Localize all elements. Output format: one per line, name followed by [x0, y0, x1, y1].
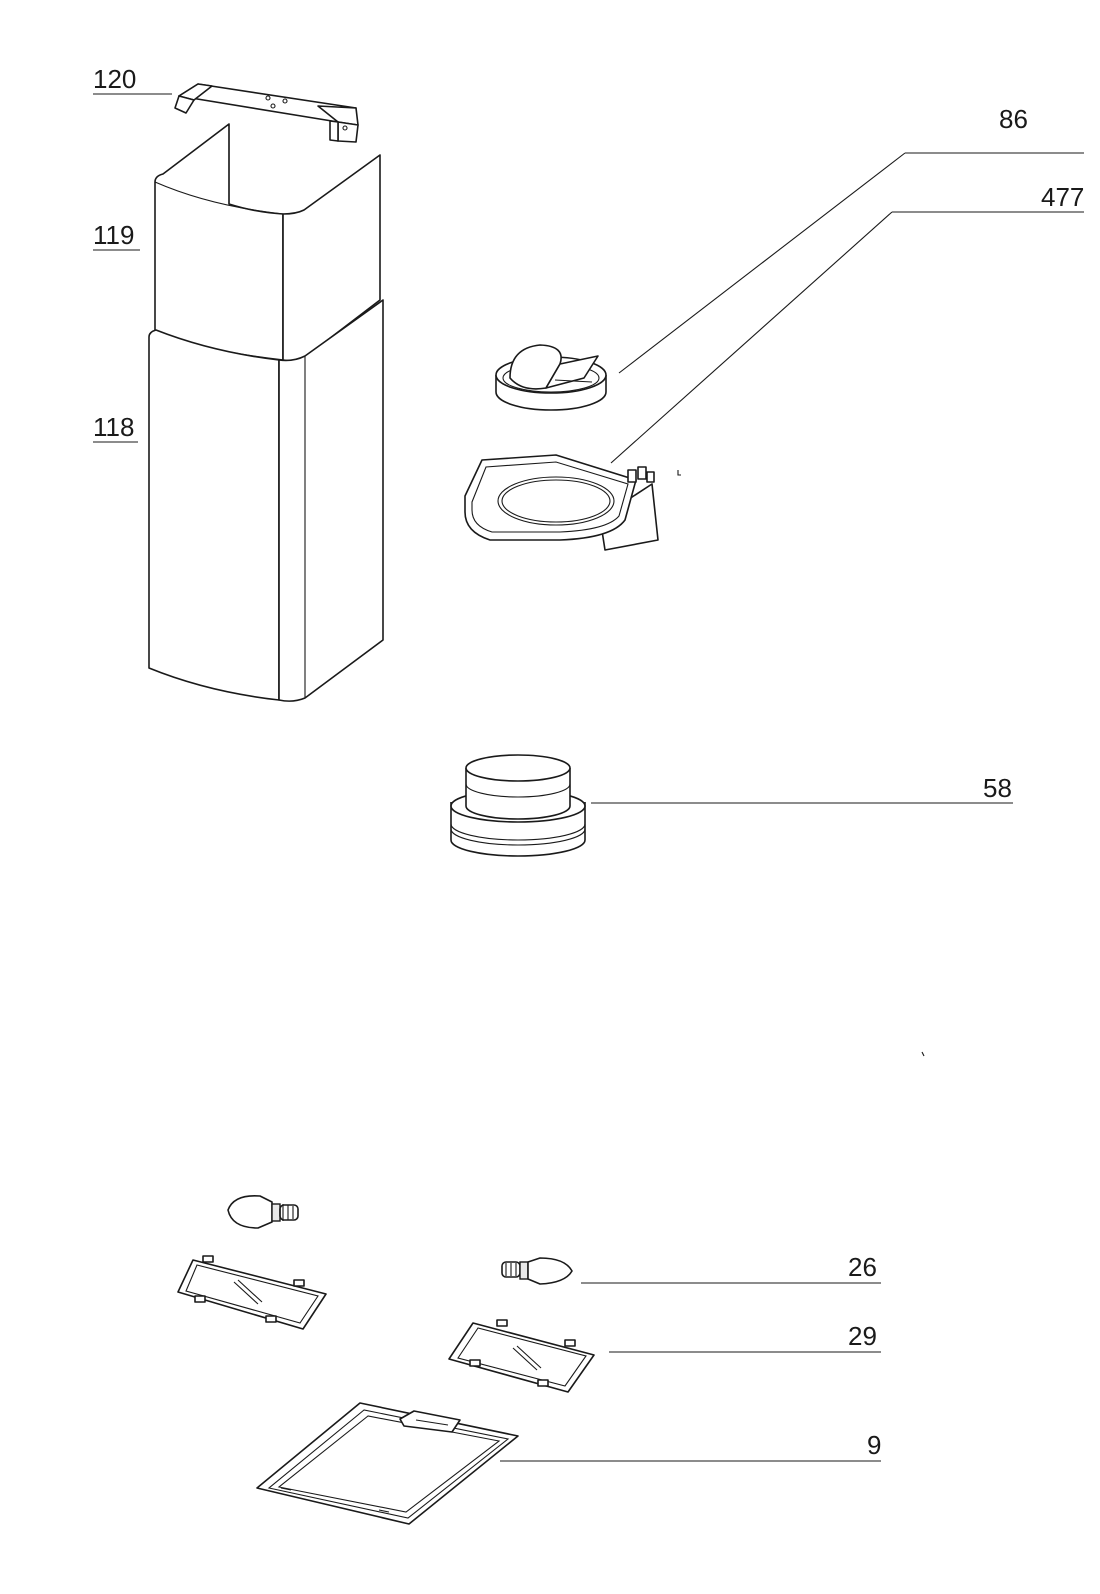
- stray-mark: [921, 1051, 925, 1057]
- callout-118: 118: [93, 412, 134, 442]
- lamp-glass-part: [448, 1319, 595, 1393]
- upper-chimney-part: [154, 123, 381, 362]
- flap-valve-part: [495, 344, 607, 411]
- callout-120: 120: [93, 64, 136, 94]
- callout-29: 29: [848, 1321, 877, 1351]
- callout-9: 9: [867, 1430, 881, 1460]
- mounting-bracket-part: [174, 83, 359, 143]
- callout-119: 119: [93, 220, 134, 250]
- lamp-bulb-part: [501, 1257, 573, 1285]
- grease-filter-part: [256, 1402, 519, 1525]
- callout-86: 86: [999, 104, 1028, 134]
- callout-58: 58: [983, 773, 1012, 803]
- callout-26: 26: [848, 1252, 877, 1282]
- duct-adapter-part: [450, 754, 586, 857]
- left-lamp-bulb-part: [227, 1194, 299, 1229]
- lower-chimney-part: [148, 299, 384, 702]
- leader-line-477-diagonal: [610, 211, 893, 464]
- motor-support-part: [464, 454, 681, 551]
- left-lamp-glass-part: [177, 1255, 327, 1330]
- callout-477: 477: [1041, 182, 1084, 212]
- leader-line-86-diagonal: [618, 152, 906, 374]
